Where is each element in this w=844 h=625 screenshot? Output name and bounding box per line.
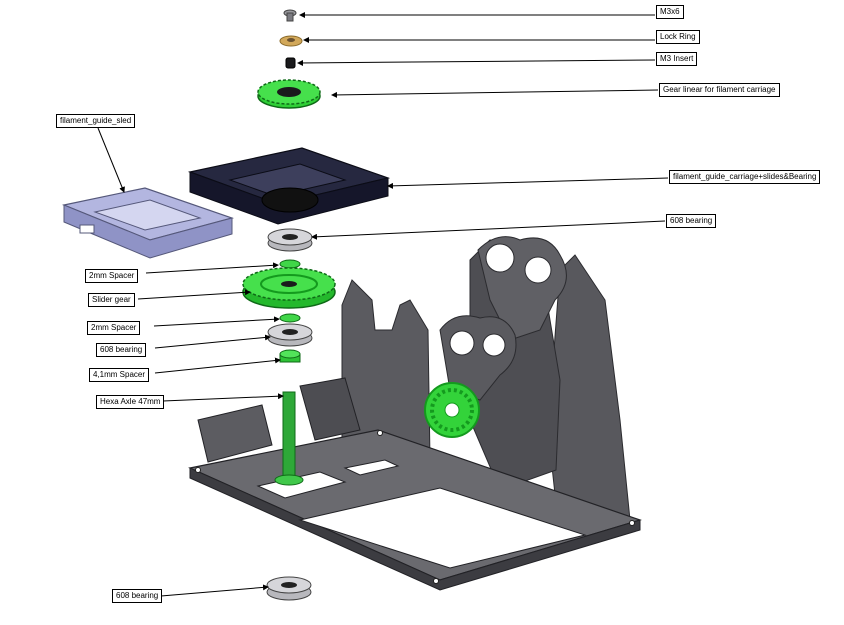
lock-ring: [279, 35, 303, 47]
label-spacer-2mm-top: 2mm Spacer: [85, 269, 139, 283]
label-gear-linear: Gear linear for filament carriage: [659, 83, 780, 97]
slider-gear: [242, 267, 336, 309]
filament-guide-sled: [61, 187, 235, 259]
m3-insert: [285, 57, 296, 69]
label-m3-insert: M3 Insert: [656, 52, 698, 66]
spacer-41mm: [279, 349, 301, 363]
label-bearing-mid: 608 bearing: [96, 343, 147, 357]
spacer-2mm-top: [279, 259, 301, 269]
gear-linear: [257, 79, 321, 109]
label-hexa-axle: Hexa Axle 47mm: [96, 395, 165, 409]
label-spacer-41mm: 4,1mm Spacer: [89, 368, 150, 382]
label-slider-gear: Slider gear: [88, 293, 135, 307]
label-bearing-top: 608 bearing: [666, 214, 717, 228]
label-lock-ring: Lock Ring: [656, 30, 700, 44]
filament-guide-carriage: [187, 147, 391, 225]
label-filament-guide-sled: filament_guide_sled: [56, 114, 136, 128]
label-spacer-2mm-bottom: 2mm Spacer: [87, 321, 141, 335]
spacer-2mm-bottom: [279, 313, 301, 323]
frame-drive-gear: [424, 382, 480, 438]
label-carriage: filament_guide_carriage+slides&Bearing: [669, 170, 821, 184]
bearing-608-top: [267, 228, 313, 252]
leader-lines: [97, 12, 669, 597]
m3x6-screw: [283, 9, 297, 22]
bearing-608-bottom: [266, 576, 312, 601]
label-m3x6: M3x6: [656, 5, 684, 19]
bearing-608-mid: [267, 323, 313, 347]
base-frame: [188, 236, 642, 591]
label-bearing-bottom: 608 bearing: [112, 589, 163, 603]
hexa-axle: [274, 391, 304, 486]
